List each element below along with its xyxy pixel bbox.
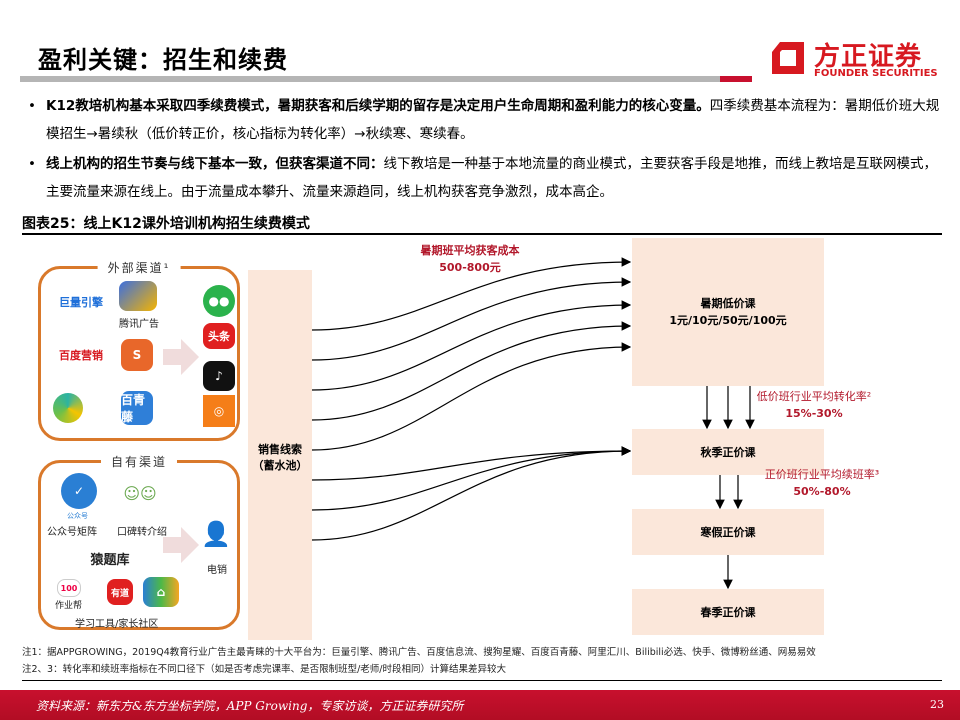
flow-curve bbox=[311, 300, 632, 391]
baidu-marketing-logo: 百度营销 bbox=[53, 345, 109, 365]
note-1: 注1：据APPGROWING，2019Q4教育行业广告主最青睐的十大平台为：巨量… bbox=[22, 647, 816, 658]
bullet-1-text: 四季续费基本流程为：暑期低价班大规模招生→暑续秋（低价转正价，核心指标为转化率）… bbox=[46, 98, 940, 142]
autumn-course: 秋季正价课 bbox=[632, 429, 824, 475]
summer-course-prices: 1元/10元/50元/100元 bbox=[669, 314, 787, 327]
telesales-person-icon: 👤 bbox=[201, 517, 231, 551]
bullet-1-bold: K12教培机构基本采取四季续费模式，暑期获客和后续学期的留存是决定用户生命周期和… bbox=[46, 98, 710, 114]
renewal-rate-label: 正价班行业平均续班率³ bbox=[764, 468, 880, 481]
acquisition-cost: 暑期班平均获客成本 500-800元 bbox=[400, 242, 540, 276]
external-channels-label: 外部渠道¹ bbox=[97, 259, 181, 276]
referral-label: 口碑转介绍 bbox=[117, 527, 167, 538]
winter-course: 寒假正价课 bbox=[632, 509, 824, 555]
tencent-ads-logo-icon bbox=[119, 281, 157, 311]
bullet-2-bold: 线上机构的招生节奏与线下基本一致，但获客渠道不同： bbox=[46, 156, 384, 172]
conversion-rate: 低价班行业平均转化率² 15%-30% bbox=[744, 388, 884, 422]
zuoyebang-caption: 作业帮 bbox=[55, 601, 83, 611]
flow-curve bbox=[311, 446, 632, 541]
ocean-engine-logo: 巨量引擎 bbox=[53, 291, 109, 313]
title-divider bbox=[20, 76, 752, 82]
own-channels-group: 自有渠道 ✓ 公众号 公众号矩阵 ☺☺ 口碑转介绍 猿题库 100 作业帮 有道… bbox=[38, 453, 240, 630]
arrow-right-icon bbox=[163, 527, 199, 563]
logo-mark-icon bbox=[772, 42, 804, 74]
figure-title-rule bbox=[22, 233, 942, 235]
sales-leads-pool: 销售线索 （蓄水池） bbox=[248, 270, 312, 640]
acquisition-cost-label: 暑期班平均获客成本 bbox=[420, 244, 520, 257]
ali-huichuan-logo-icon bbox=[53, 393, 83, 423]
renewal-rate: 正价班行业平均续班率³ 50%-80% bbox=[752, 466, 892, 500]
own-channels-label: 自有渠道 bbox=[100, 453, 178, 470]
arrow-right-icon bbox=[163, 339, 199, 375]
bullet-2: • 线上机构的招生节奏与线下基本一致，但获客渠道不同：线下教培是一种基于本地流量… bbox=[28, 156, 937, 200]
page-number: 23 bbox=[930, 698, 944, 711]
spring-course: 春季正价课 bbox=[632, 589, 824, 635]
telesales-label: 电销 bbox=[207, 565, 227, 576]
gzh-matrix-label: 公众号矩阵 bbox=[47, 527, 97, 538]
title-divider-accent bbox=[720, 76, 752, 82]
summer-low-price-course: 暑期低价课 1元/10元/50元/100元 bbox=[632, 238, 824, 386]
kuaishou-logo-icon: ◎ bbox=[203, 395, 235, 427]
douyin-logo-icon: ♪ bbox=[203, 361, 235, 391]
source-text: 资料来源：新东方&东方坐标学院，APP Growing，专家访谈，方正证券研究所 bbox=[36, 699, 464, 713]
word-of-mouth-icon: ☺☺ bbox=[119, 473, 161, 513]
spring-course-title: 春季正价课 bbox=[700, 605, 756, 619]
flow-curve bbox=[311, 321, 632, 421]
acquisition-cost-value: 500-800元 bbox=[439, 261, 501, 274]
conversion-rate-label: 低价班行业平均转化率² bbox=[756, 390, 872, 403]
bullet-1: • K12教培机构基本采取四季续费模式，暑期获客和后续学期的留存是决定用户生命周… bbox=[28, 98, 940, 142]
flow-curve bbox=[311, 342, 632, 451]
parent-community-logo-icon: ⌂ bbox=[143, 577, 179, 607]
bullet-2-text: 线下教培是一种基于本地流量的商业模式，主要获客手段是地推，而线上教培是互联网模式… bbox=[46, 156, 937, 200]
pool-subtitle: （蓄水池） bbox=[252, 459, 308, 472]
zuoyebang-logo-icon: 100 bbox=[57, 579, 81, 597]
wechat-logo-icon: ●● bbox=[203, 285, 235, 317]
youdao-logo: 有道 bbox=[107, 579, 133, 605]
gzh-caption: 公众号 bbox=[67, 512, 88, 520]
baiqingteng-logo: 百青藤 bbox=[121, 391, 153, 425]
wechat-official-account-icon: ✓ bbox=[61, 473, 97, 509]
note-2: 注2、3：转化率和续班率指标在不同口径下（如是否考虑完课率、是否限制班型/老师/… bbox=[22, 664, 506, 675]
conversion-rate-value: 15%-30% bbox=[785, 407, 843, 420]
flow-curve bbox=[311, 446, 632, 511]
logo-text-cn: 方正证券 bbox=[814, 42, 923, 72]
flow-curve bbox=[311, 257, 632, 331]
autumn-course-title: 秋季正价课 bbox=[700, 445, 756, 459]
sogou-logo-icon: S bbox=[121, 339, 153, 371]
renewal-rate-value: 50%-80% bbox=[793, 485, 851, 498]
flow-curve bbox=[311, 277, 632, 361]
pool-title: 销售线索 bbox=[258, 443, 302, 456]
tencent-ads-caption: 腾讯广告 bbox=[119, 319, 159, 330]
page-title: 盈利关键：招生和续费 bbox=[38, 46, 288, 74]
founder-logo: 方正证券 FOUNDER SECURITIES bbox=[768, 38, 948, 82]
figure-title: 图表25：线上K12课外培训机构招生续费模式 bbox=[22, 216, 310, 232]
flow-curve bbox=[311, 446, 632, 481]
tools-community-label: 学习工具/家长社区 bbox=[75, 619, 159, 630]
footer-bar: 资料来源：新东方&东方坐标学院，APP Growing，专家访谈，方正证券研究所… bbox=[0, 690, 960, 720]
notes-rule bbox=[22, 680, 942, 681]
external-channels-group: 外部渠道¹ 巨量引擎 腾讯广告 百度营销 S 百青藤 ●● 头条 ♪ ◎ bbox=[38, 259, 240, 441]
summer-course-title: 暑期低价课 bbox=[700, 297, 756, 310]
notes: 注1：据APPGROWING，2019Q4教育行业广告主最青睐的十大平台为：巨量… bbox=[22, 644, 816, 678]
yuantiku-logo: 猿题库 bbox=[75, 547, 145, 569]
winter-course-title: 寒假正价课 bbox=[700, 525, 756, 539]
toutiao-logo: 头条 bbox=[203, 323, 235, 349]
logo-text-en: FOUNDER SECURITIES bbox=[814, 68, 938, 79]
